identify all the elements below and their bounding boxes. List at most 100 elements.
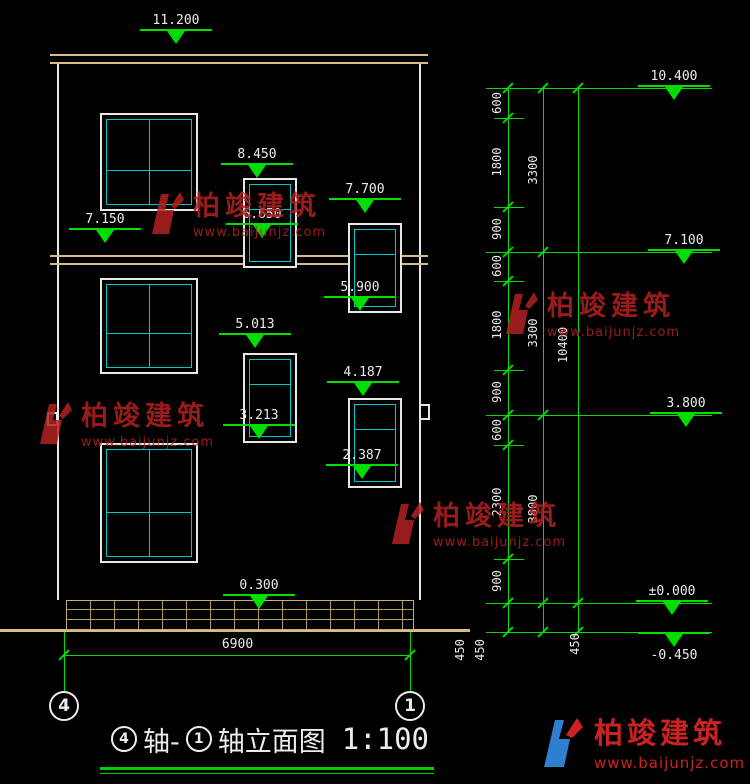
elevation-line [329, 198, 401, 200]
elevation-marker: 7.700 [329, 181, 401, 213]
level-line [486, 632, 712, 633]
window-2f-left [100, 278, 198, 374]
elevation-marker: 2.387 [326, 447, 398, 479]
window-mullion-vertical [149, 285, 150, 367]
window-1f-left [100, 443, 198, 563]
elevation-value: 4.187 [343, 365, 383, 380]
window-3f-left [100, 113, 198, 211]
elevation-line [650, 412, 722, 414]
level-line-minor [494, 370, 524, 371]
elevation-triangle-icon [167, 31, 185, 44]
floor-band-right [402, 255, 428, 265]
title-axis-start-bubble: 4 [110, 726, 137, 752]
elevation-triangle-icon [248, 165, 266, 178]
dim-value: 900 [490, 570, 504, 592]
elevation-marker: 5.013 [219, 316, 291, 348]
elevation-value: 8.450 [237, 147, 277, 162]
extension-line-left [64, 632, 65, 702]
level-line-minor [494, 281, 524, 282]
level-line-minor [494, 118, 524, 119]
elevation-value: 7.700 [345, 182, 385, 197]
elevation-line [327, 381, 399, 383]
elevation-value: ±0.000 [648, 584, 696, 599]
elevation-line [326, 464, 398, 466]
level-line [486, 88, 712, 89]
floor-band-mid [297, 255, 348, 265]
brand-name: 柏竣建筑 [594, 716, 727, 750]
window-mullion-horizontal [107, 169, 191, 171]
wall-right [419, 64, 421, 600]
elevation-marker: 8.450 [221, 146, 293, 178]
dimension-chain-inner [508, 88, 509, 633]
elevation-line [140, 29, 212, 31]
elevation-value: 3.800 [666, 396, 706, 411]
elevation-triangle-icon [96, 230, 114, 243]
window-mullion-horizontal [107, 512, 191, 514]
bottom-dimension-value: 6900 [221, 637, 254, 652]
window-mullion-horizontal [355, 429, 395, 431]
dim-value: 3300 [526, 155, 540, 185]
title-underline-thin [100, 773, 434, 774]
watermark-url: www.baijunjz.com [81, 435, 215, 450]
watermark-url: www.baijunjz.com [433, 535, 567, 550]
elevation-value: 0.300 [239, 578, 279, 593]
elevation-triangle-icon [663, 602, 681, 615]
elevation-line [221, 163, 293, 165]
level-line-minor [494, 445, 524, 446]
ground-line [0, 629, 470, 632]
title-underline-thick [100, 767, 434, 770]
elevation-value: 6.650 [242, 207, 282, 222]
elevation-triangle-icon [665, 634, 683, 647]
watermark: 柏竣建筑 www.baijunjz.com [148, 184, 326, 240]
elevation-triangle-icon [250, 596, 268, 609]
axis-bubble-4: 4 [49, 691, 79, 721]
elevation-line [648, 249, 720, 251]
dim-value: 600 [490, 255, 504, 277]
elevation-triangle-icon [253, 225, 271, 238]
watermark-name: 柏竣建筑 [433, 501, 561, 532]
elevation-marker: 10.400 [638, 68, 710, 100]
title-axis-end-bubble: 1 [185, 726, 212, 752]
level-line-minor [494, 207, 524, 208]
elevation-marker: 6.650 [226, 206, 298, 238]
elevation-line [223, 594, 295, 596]
elevation-triangle-icon [675, 251, 693, 264]
elevation-line [69, 228, 141, 230]
window-mullion-vertical [149, 450, 150, 556]
elevation-marker: 5.900 [324, 279, 396, 311]
elevation-value: 10.400 [650, 69, 698, 84]
wall-ledge-right [419, 404, 430, 420]
brand-url: www.baijunjz.com [594, 754, 746, 772]
watermark-logo-icon [152, 192, 184, 234]
elevation-value: 5.013 [235, 317, 275, 332]
watermark-logo-icon [506, 292, 538, 334]
axis-bubble-1: 1 [395, 691, 425, 721]
watermark-name: 柏竣建筑 [193, 191, 321, 222]
elevation-line [219, 333, 291, 335]
watermark-text: 柏竣建筑 www.baijunjz.com [547, 284, 680, 340]
elevation-marker: 3.800 [650, 395, 722, 427]
watermark-logo-icon [392, 502, 424, 544]
floor-band-left [50, 255, 243, 265]
window-inner-frame [354, 404, 396, 482]
level-line [486, 415, 712, 416]
dim-value: 1800 [490, 147, 504, 177]
dim-value: 600 [490, 92, 504, 114]
watermark-name: 柏竣建筑 [81, 401, 209, 432]
watermark-text: 柏竣建筑 www.baijunjz.com [81, 394, 214, 450]
elevation-triangle-icon [677, 414, 695, 427]
elevation-triangle-icon [351, 298, 369, 311]
elevation-marker: -0.450 [638, 632, 710, 664]
level-line [486, 252, 712, 253]
bottom-dimension-line [64, 655, 411, 656]
watermark-url: www.baijunjz.com [193, 225, 327, 240]
watermark: 柏竣建筑 www.baijunjz.com [388, 494, 566, 550]
elevation-line [223, 424, 295, 426]
elevation-line [638, 85, 710, 87]
window-inner-frame [354, 229, 396, 307]
watermark: 柏竣建筑 www.baijunjz.com [502, 284, 680, 340]
window-inner-frame [106, 284, 192, 368]
watermark-logo-icon [40, 402, 72, 444]
elevation-triangle-icon [250, 426, 268, 439]
